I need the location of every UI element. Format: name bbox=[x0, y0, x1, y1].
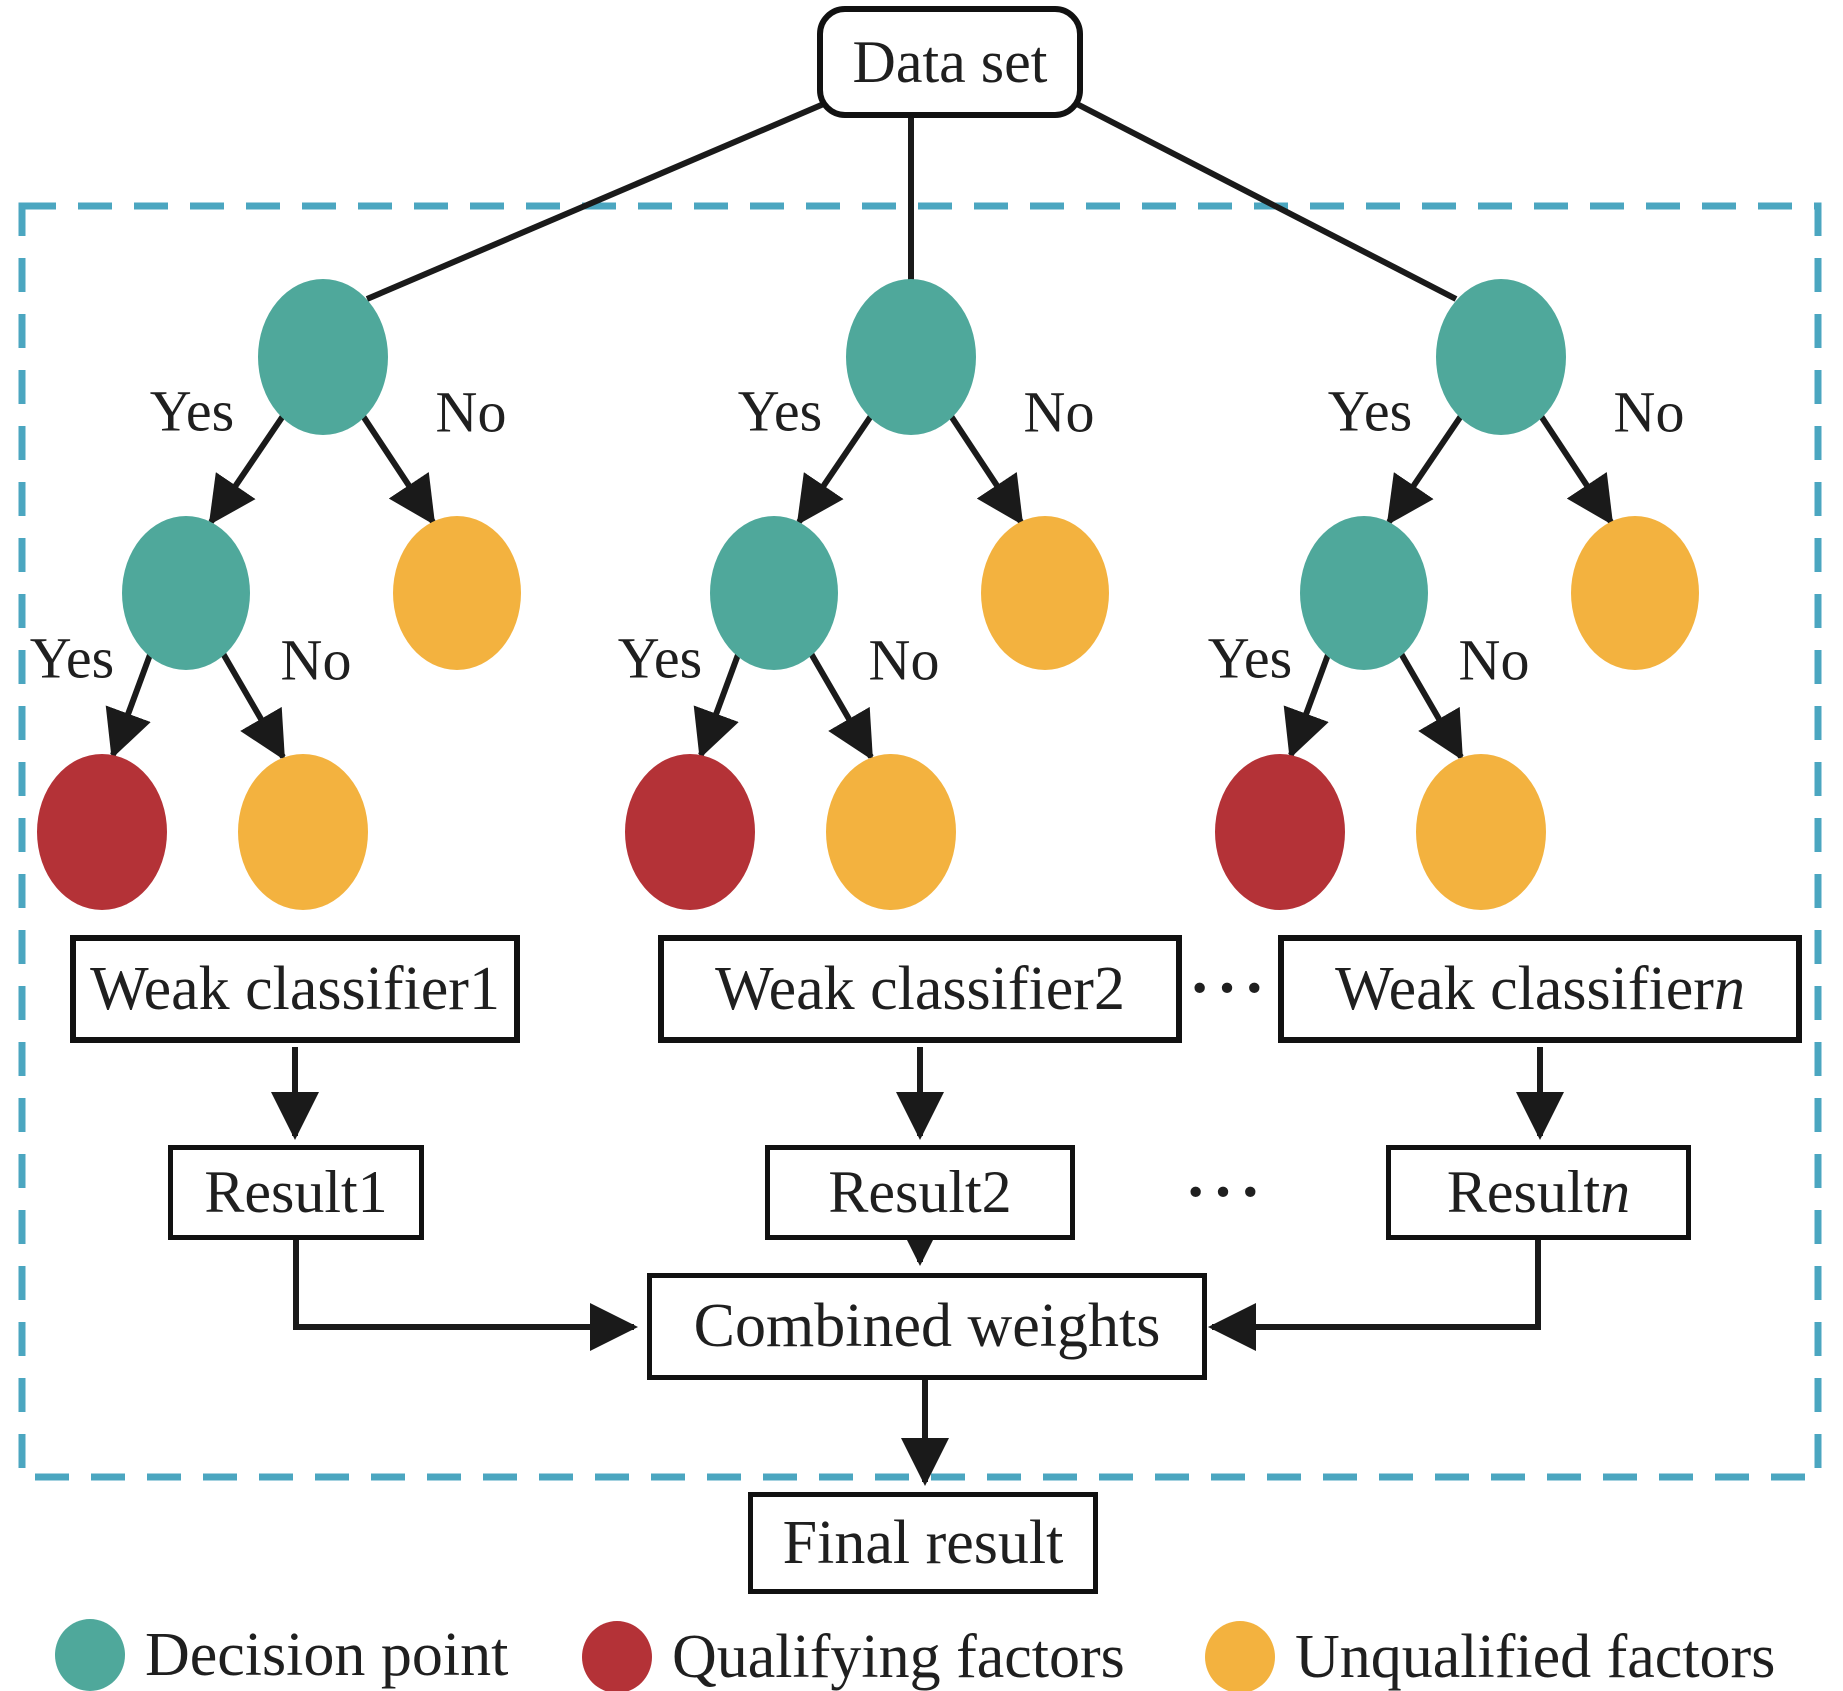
combined-weights-label: Combined weights bbox=[693, 1292, 1161, 1360]
legend-item-decision-point: Decision point bbox=[55, 1610, 508, 1691]
decision-node bbox=[1300, 516, 1428, 670]
branch-label-no: No bbox=[868, 627, 940, 693]
qualifying-node bbox=[1215, 754, 1345, 910]
arrow-no bbox=[1536, 411, 1614, 526]
dataset-label: Data set bbox=[852, 28, 1048, 95]
combined-weights-box: Combined weights bbox=[647, 1273, 1207, 1380]
decision-node bbox=[258, 279, 388, 435]
branch-label-no: No bbox=[1613, 379, 1685, 445]
result-ellipsis: ··· bbox=[1184, 1156, 1268, 1227]
branch-label-yes: Yes bbox=[29, 625, 115, 691]
decision-node bbox=[710, 516, 838, 670]
unqualified-factors-legend-icon bbox=[1205, 1621, 1275, 1691]
branch-label-no: No bbox=[1023, 379, 1095, 445]
legend-label: Qualifying factors bbox=[672, 1622, 1125, 1691]
result-2-index: 2 bbox=[981, 1159, 1012, 1225]
branch-label-yes: Yes bbox=[1207, 625, 1293, 691]
result-1-box: Result 1 bbox=[168, 1145, 424, 1240]
arrow-yes bbox=[1386, 411, 1466, 526]
arrow-no bbox=[358, 411, 436, 526]
arrow-yes bbox=[208, 411, 288, 526]
arrow-no bbox=[218, 648, 286, 761]
arrow-result1-combined bbox=[293, 1240, 638, 1351]
weak-classifier-1-index: 1 bbox=[468, 954, 500, 1023]
qualifying-node bbox=[625, 754, 755, 910]
legend-item-qualifying-factors: Qualifying factors bbox=[582, 1612, 1125, 1691]
weak-classifier-n-index: n bbox=[1713, 954, 1745, 1023]
decision-point-legend-icon bbox=[55, 1619, 125, 1691]
arrow-resultn-combined bbox=[1208, 1240, 1541, 1351]
result-n-box: Result n bbox=[1386, 1145, 1691, 1240]
final-result-label: Final result bbox=[782, 1508, 1064, 1577]
branch-label-yes: Yes bbox=[1327, 378, 1413, 444]
legend-label: Decision point bbox=[145, 1620, 509, 1689]
final-result-box: Final result bbox=[748, 1492, 1098, 1594]
arrow-no bbox=[1396, 648, 1464, 761]
arrow-no bbox=[946, 411, 1024, 526]
connector-root-tree1 bbox=[365, 100, 828, 302]
weak-classifier-1-box: Weak classifier 1 bbox=[70, 935, 520, 1043]
result-2-box: Result 2 bbox=[765, 1145, 1075, 1240]
decision-node bbox=[846, 279, 976, 435]
unqualified-node bbox=[1571, 516, 1699, 670]
qualifying-factors-legend-icon bbox=[582, 1621, 652, 1691]
dataset-box: Data set bbox=[817, 6, 1083, 118]
unqualified-node bbox=[393, 516, 521, 670]
weak-classifier-n-box: Weak classifier n bbox=[1278, 935, 1802, 1043]
weak-classifier-2-box: Weak classifier 2 bbox=[658, 935, 1182, 1043]
arrow-no bbox=[806, 648, 874, 761]
weak-classifier-2-label: Weak classifier bbox=[715, 954, 1094, 1023]
branch-label-no: No bbox=[1458, 627, 1530, 693]
arrow-yes bbox=[1283, 650, 1332, 759]
unqualified-node bbox=[238, 754, 368, 910]
legend-item-unqualified-factors: Unqualified factors bbox=[1205, 1612, 1775, 1691]
unqualified-node bbox=[981, 516, 1109, 670]
legend-label: Unqualified factors bbox=[1295, 1622, 1776, 1691]
branch-label-yes: Yes bbox=[737, 378, 823, 444]
unqualified-node bbox=[1416, 754, 1546, 910]
result-1-label: Result bbox=[204, 1159, 358, 1225]
branch-label-yes: Yes bbox=[617, 625, 703, 691]
weak-classifier-n-label: Weak classifier bbox=[1335, 954, 1714, 1023]
arrow-yes bbox=[105, 650, 154, 759]
decision-node bbox=[122, 516, 250, 670]
branch-label-yes: Yes bbox=[149, 378, 235, 444]
result-n-label: Result bbox=[1446, 1159, 1601, 1225]
dashed-frame bbox=[18, 202, 1822, 1481]
result-n-index: n bbox=[1600, 1159, 1631, 1225]
decision-node bbox=[1436, 279, 1566, 435]
result-2-label: Result bbox=[828, 1159, 982, 1225]
weak-classifier-2-index: 2 bbox=[1093, 954, 1125, 1023]
branch-label-no: No bbox=[435, 379, 507, 445]
qualifying-node bbox=[37, 754, 167, 910]
arrow-yes bbox=[693, 650, 742, 759]
arrow-yes bbox=[796, 411, 876, 526]
connector-root-tree3 bbox=[1073, 100, 1458, 302]
classifier-ellipsis: ··· bbox=[1188, 952, 1272, 1023]
branch-label-no: No bbox=[280, 627, 352, 693]
weak-classifier-1-label: Weak classifier bbox=[90, 954, 469, 1023]
result-1-index: 1 bbox=[357, 1159, 388, 1225]
unqualified-node bbox=[826, 754, 956, 910]
